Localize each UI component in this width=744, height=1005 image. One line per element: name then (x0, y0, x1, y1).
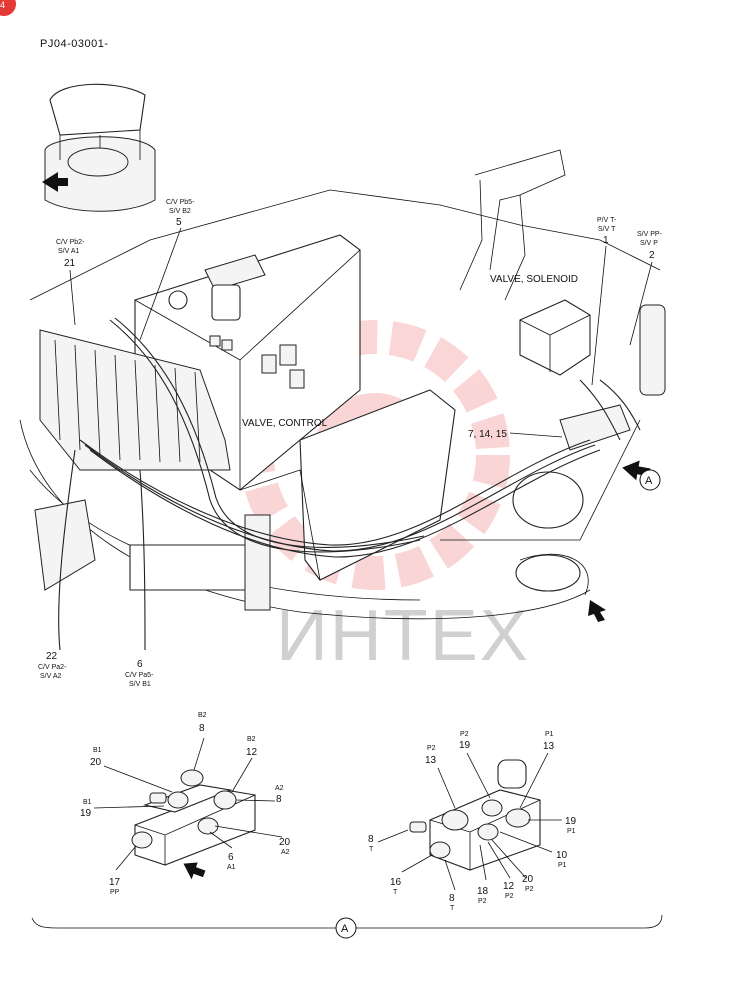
svg-text:8: 8 (449, 893, 455, 904)
svg-text:5: 5 (176, 217, 182, 228)
svg-text:S/V B1: S/V B1 (129, 681, 151, 688)
section-bracket (31, 914, 663, 929)
svg-text:19: 19 (565, 816, 577, 827)
callout-6: 6 C/V Pa5- S/V B1 (125, 659, 154, 688)
detail-left-labels: B2 8 B2 12 B1 20 B1 19 A2 8 20 A2 6 A1 1… (80, 712, 291, 896)
direction-arrow-icon (588, 600, 606, 622)
arrow-icon (42, 172, 68, 192)
svg-text:T: T (450, 905, 455, 912)
svg-text:20: 20 (90, 757, 102, 768)
svg-text:A2: A2 (275, 785, 284, 792)
callout-2: S/V PP- S/V P 2 (629, 231, 663, 346)
callout-1: P/V T- S/V T 1 (591, 217, 617, 386)
detail-right-leaders (377, 752, 562, 891)
svg-text:T: T (393, 889, 398, 896)
svg-text:21: 21 (64, 258, 76, 269)
corner-mark-icon: 4 (0, 0, 16, 16)
svg-text:S/V PP-: S/V PP- (637, 231, 663, 238)
svg-text:6: 6 (137, 659, 143, 670)
svg-text:10: 10 (556, 850, 568, 861)
svg-text:C/V Pa5-: C/V Pa5- (125, 672, 154, 679)
svg-text:12: 12 (246, 747, 258, 758)
view-marker-label: A (645, 475, 653, 487)
svg-text:C/V Pa2-: C/V Pa2- (38, 664, 67, 671)
svg-text:12: 12 (503, 881, 515, 892)
svg-text:S/V A1: S/V A1 (58, 248, 80, 255)
svg-text:8: 8 (368, 834, 374, 845)
svg-text:17: 17 (109, 877, 121, 888)
doc-code: PJ04-03001- (40, 38, 109, 50)
callout-5: C/V Pb5- S/V B2 5 (139, 199, 195, 341)
svg-text:B1: B1 (83, 799, 92, 806)
callout-7-14-15: 7, 14, 15 (468, 429, 563, 440)
svg-text:7, 14, 15: 7, 14, 15 (468, 429, 507, 440)
svg-text:20: 20 (279, 837, 291, 848)
callout-21: C/V Pb2- S/V A1 21 (56, 239, 85, 326)
svg-text:B1: B1 (93, 747, 102, 754)
svg-text:S/V P: S/V P (640, 240, 658, 247)
svg-text:P2: P2 (460, 731, 469, 738)
svg-text:PP: PP (110, 889, 120, 896)
svg-text:S/V T: S/V T (598, 226, 616, 233)
svg-text:C/V Pb2-: C/V Pb2- (56, 239, 85, 246)
svg-text:6: 6 (228, 852, 234, 863)
svg-text:2: 2 (649, 250, 655, 261)
svg-text:P1: P1 (558, 862, 567, 869)
svg-text:A1: A1 (227, 864, 236, 871)
svg-text:P1: P1 (567, 828, 576, 835)
svg-text:P2: P2 (525, 886, 534, 893)
section-marker-label: A (341, 923, 349, 935)
section-marker-circle (335, 917, 357, 939)
svg-text:S/V B2: S/V B2 (169, 208, 191, 215)
svg-text:P2: P2 (505, 893, 514, 900)
svg-text:P2: P2 (478, 898, 487, 905)
label-valve-control: VALVE, CONTROL (242, 418, 328, 429)
svg-text:P/V T-: P/V T- (597, 217, 617, 224)
seat-inset-drawing (42, 83, 156, 212)
hose-bundle-drawing (58, 317, 641, 651)
detail-right-drawing (409, 759, 541, 871)
svg-text:20: 20 (522, 874, 534, 885)
svg-text:19: 19 (459, 740, 471, 751)
svg-text:18: 18 (477, 886, 489, 897)
label-valve-solenoid: VALVE, SOLENOID (490, 274, 578, 285)
svg-text:16: 16 (390, 877, 402, 888)
svg-text:S/V A2: S/V A2 (40, 673, 62, 680)
detail-left-drawing (131, 769, 256, 880)
svg-text:P1: P1 (545, 731, 554, 738)
svg-text:22: 22 (46, 651, 58, 662)
svg-text:B2: B2 (198, 712, 207, 719)
svg-text:8: 8 (276, 794, 282, 805)
svg-text:4: 4 (0, 0, 5, 10)
view-marker-circle (639, 469, 661, 491)
svg-text:A2: A2 (281, 849, 290, 856)
detail-left-leaders (93, 737, 283, 871)
svg-text:19: 19 (80, 808, 92, 819)
svg-text:13: 13 (543, 741, 555, 752)
watermark-text: ИНТЕХ (276, 596, 530, 676)
svg-text:T: T (369, 846, 374, 853)
hose-tray-drawing (239, 389, 584, 611)
svg-text:C/V Pb5-: C/V Pb5- (166, 199, 195, 206)
detail-right-labels: P2 13 P2 19 P1 13 19 P1 10 P1 20 P2 12 P… (368, 731, 577, 912)
svg-text:P2: P2 (427, 745, 436, 752)
svg-text:B2: B2 (247, 736, 256, 743)
svg-text:8: 8 (199, 723, 205, 734)
callout-22: 22 C/V Pa2- S/V A2 (38, 651, 67, 680)
svg-text:1: 1 (603, 235, 609, 246)
svg-text:13: 13 (425, 755, 437, 766)
solenoid-valve-drawing (519, 299, 666, 451)
flow-arrow-icon (183, 862, 206, 880)
control-valve-drawing (34, 234, 361, 591)
